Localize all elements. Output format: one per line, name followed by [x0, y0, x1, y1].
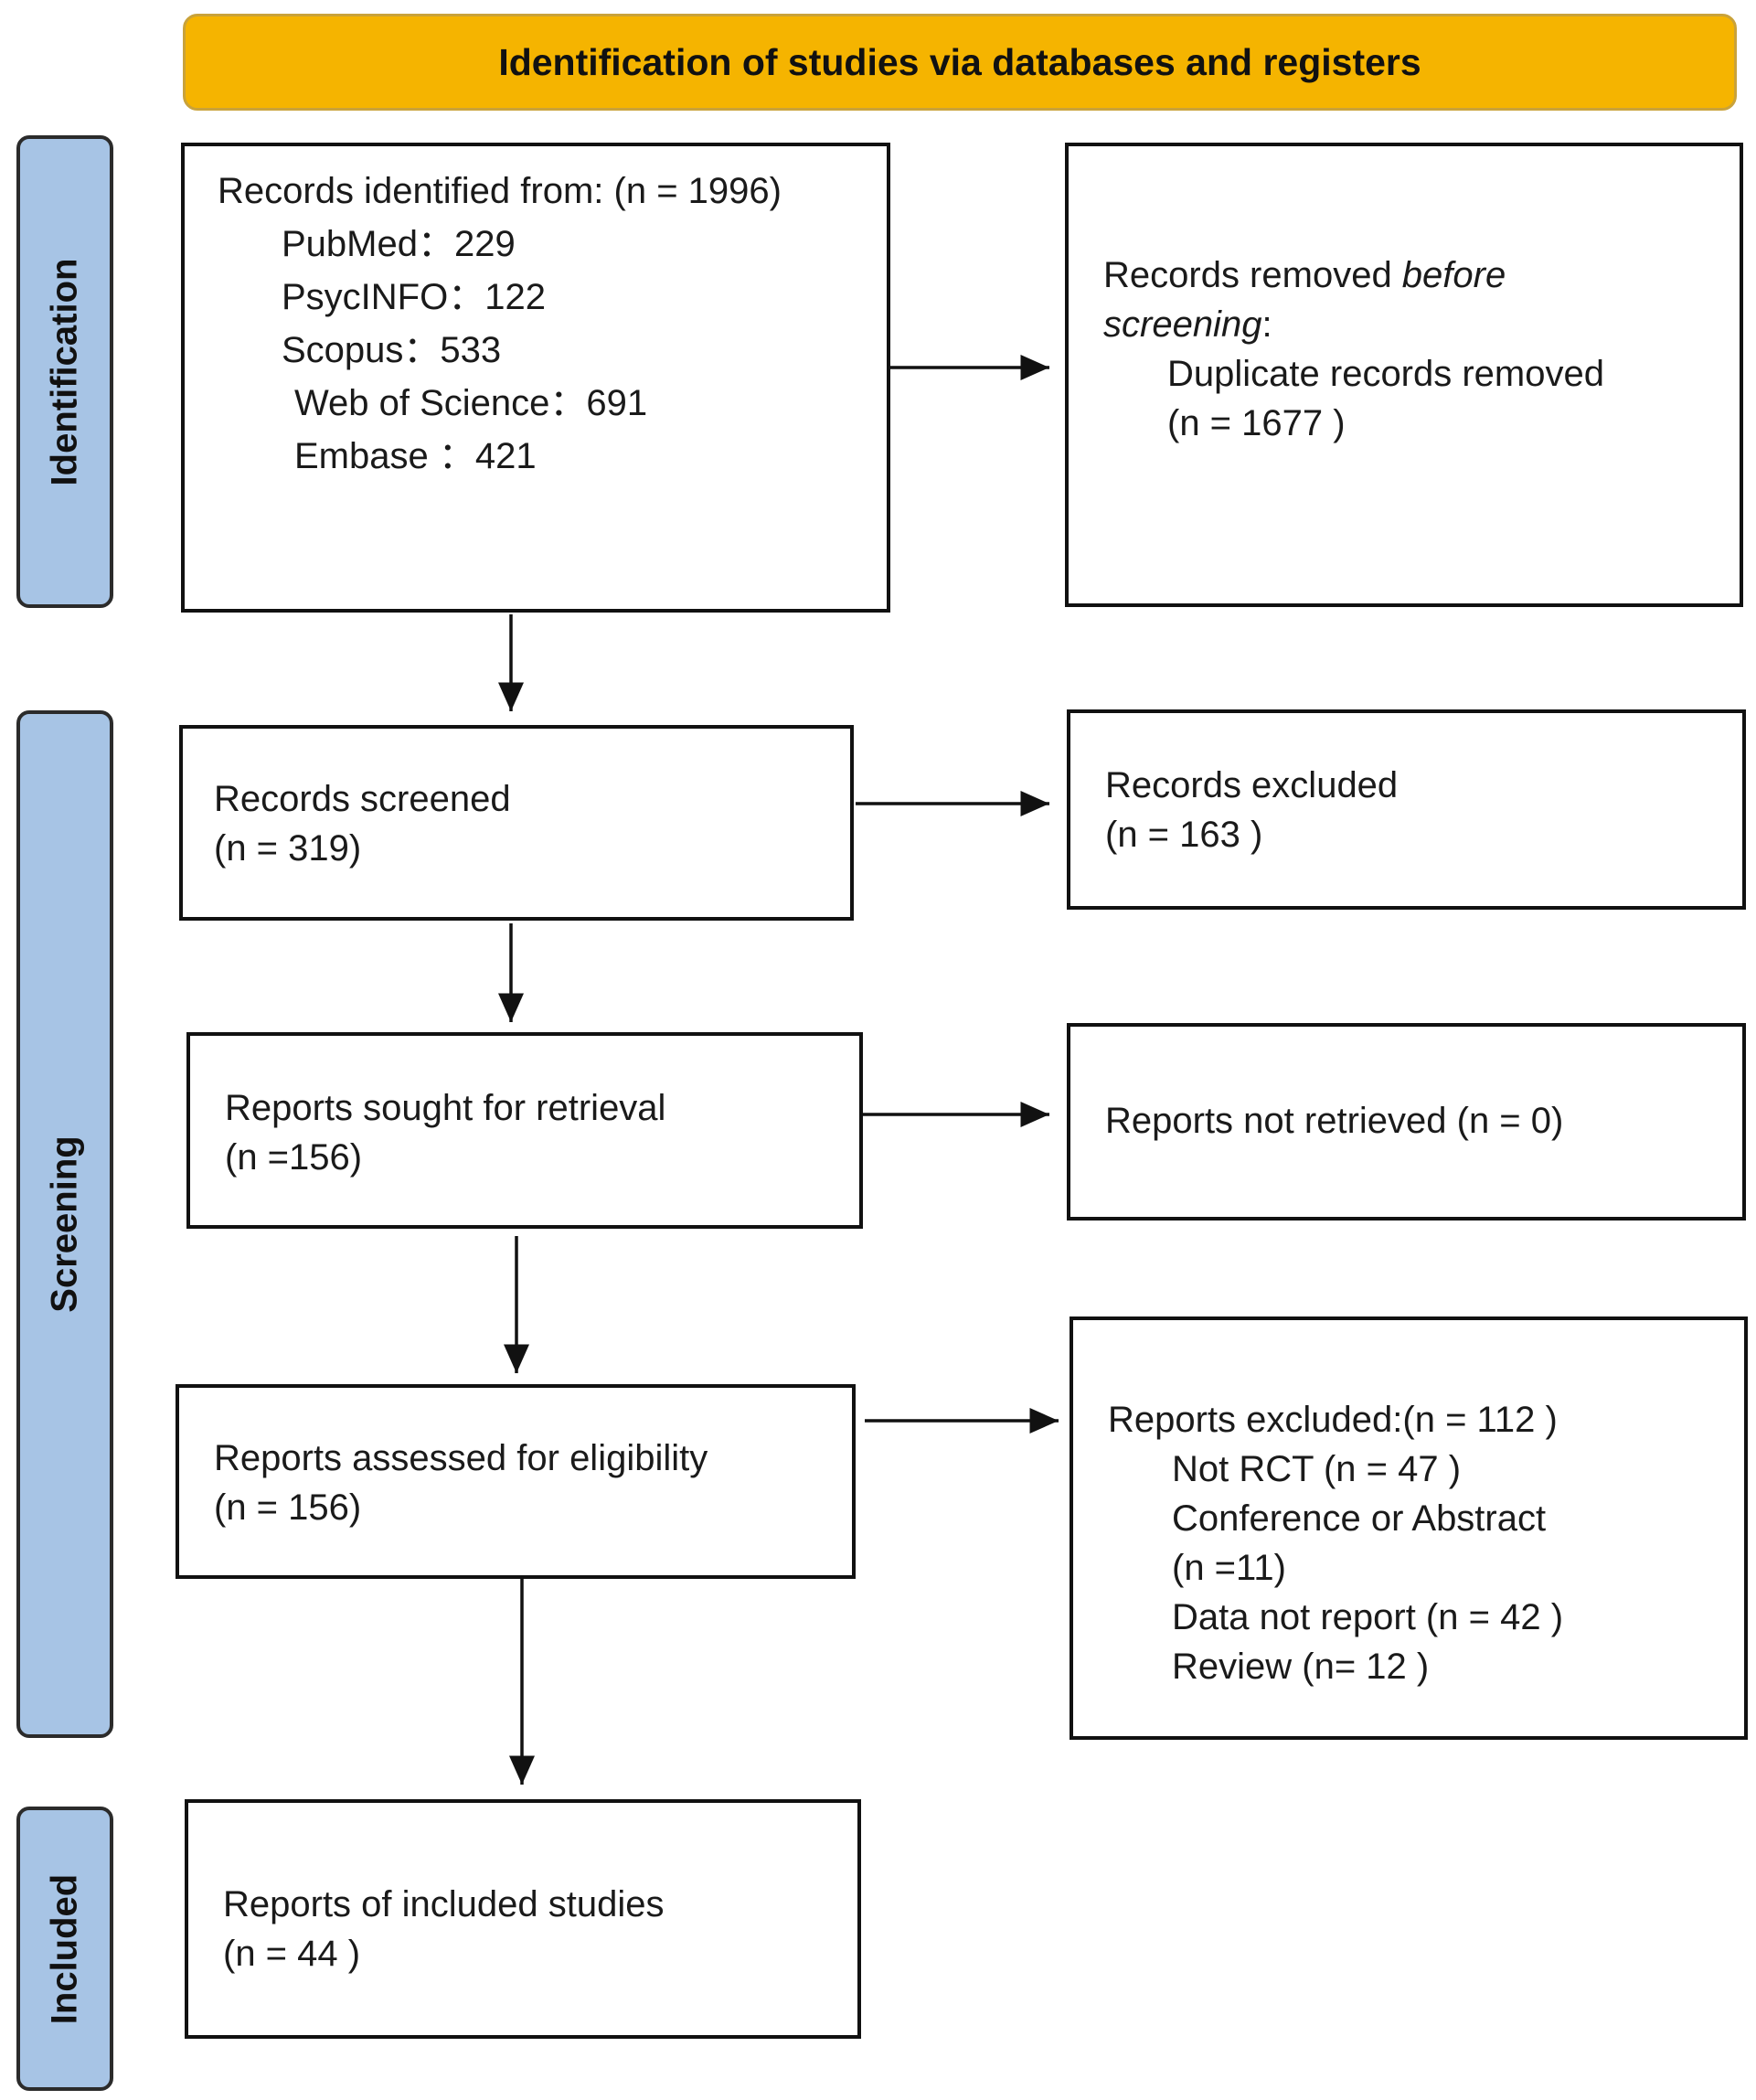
- duplicate-records-removed: Duplicate records removed: [1167, 354, 1604, 394]
- records-excluded-box: Records excluded (n = 163 ): [1067, 709, 1746, 910]
- records-identified-title: Records identified from: (n = 1996): [218, 171, 782, 211]
- records-screened-count: (n = 319): [214, 828, 362, 869]
- records-screened-label: Records screened: [214, 779, 511, 819]
- records-removed-screening: screening: [1103, 304, 1262, 345]
- header-identification-of-studies: Identification of studies via databases …: [183, 14, 1737, 111]
- stage-identification: Identification: [16, 135, 113, 608]
- exclusion-conference-abstract: Conference or Abstract: [1172, 1498, 1547, 1539]
- source-embase: Embase ：421: [294, 436, 537, 476]
- stage-screening-label: Screening: [44, 1135, 85, 1313]
- stage-included-label: Included: [44, 1873, 85, 2024]
- reports-sought-label: Reports sought for retrieval: [225, 1088, 666, 1128]
- records-removed-title-text: Records removed: [1103, 255, 1402, 295]
- stage-included: Included: [16, 1807, 113, 2091]
- records-screened-box: Records screened (n = 319): [179, 725, 854, 921]
- records-excluded-label: Records excluded: [1105, 765, 1399, 805]
- records-removed-before: before: [1401, 255, 1506, 295]
- reports-not-retrieved-label: Reports not retrieved (n = 0): [1105, 1101, 1564, 1141]
- reports-excluded-title: Reports excluded:(n = 112 ): [1108, 1400, 1558, 1440]
- reports-sought-box: Reports sought for retrieval (n =156): [186, 1032, 863, 1229]
- records-removed-box: Records removed before screening: Duplic…: [1065, 143, 1743, 607]
- records-removed-title-cont: screening:: [1103, 300, 1740, 349]
- source-web-of-science: Web of Science：691: [294, 383, 648, 423]
- reports-sought-count: (n =156): [225, 1137, 363, 1178]
- stage-screening: Screening: [16, 710, 113, 1738]
- included-studies-box: Reports of included studies (n = 44 ): [185, 1799, 861, 2039]
- reports-assessed-count: (n = 156): [214, 1487, 362, 1528]
- exclusion-conference-abstract-count: (n =11): [1172, 1548, 1286, 1588]
- reports-assessed-box: Reports assessed for eligibility (n = 15…: [176, 1384, 856, 1579]
- duplicate-records-count: (n = 1677 ): [1167, 403, 1346, 443]
- reports-not-retrieved-box: Reports not retrieved (n = 0): [1067, 1023, 1746, 1221]
- header-title: Identification of studies via databases …: [498, 40, 1421, 83]
- stage-identification-label: Identification: [44, 258, 85, 485]
- exclusion-not-rct: Not RCT (n = 47 ): [1172, 1449, 1462, 1489]
- records-identified-box: Records identified from: (n = 1996) PubM…: [181, 143, 890, 613]
- included-studies-label: Reports of included studies: [223, 1884, 665, 1924]
- records-excluded-count: (n = 163 ): [1105, 815, 1263, 855]
- records-removed-title: Records removed before: [1103, 251, 1740, 300]
- source-pubmed: PubMed：229: [282, 224, 516, 264]
- reports-excluded-box: Reports excluded:(n = 112 ) Not RCT (n =…: [1070, 1316, 1748, 1740]
- exclusion-review: Review (n= 12 ): [1172, 1647, 1430, 1687]
- included-studies-count: (n = 44 ): [223, 1934, 361, 1974]
- exclusion-data-not-report: Data not report (n = 42 ): [1172, 1597, 1564, 1637]
- source-scopus: Scopus：533: [282, 330, 502, 370]
- reports-assessed-label: Reports assessed for eligibility: [214, 1438, 708, 1478]
- source-psycinfo: PsycINFO：122: [282, 277, 546, 317]
- records-removed-colon: :: [1261, 304, 1272, 345]
